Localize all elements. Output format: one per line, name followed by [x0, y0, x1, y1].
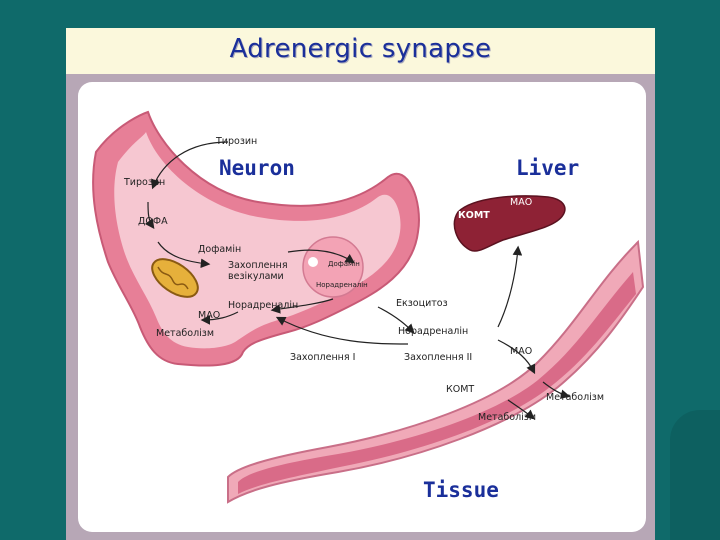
label-exocytosis: Екзоцитоз: [396, 298, 448, 309]
diagram-frame: Тирозин Тирозин ДОФА Дофамін Захоплення …: [66, 74, 655, 540]
label-uptake-1: Захоплення I: [290, 352, 356, 363]
label-tissue: Tissue: [423, 478, 499, 502]
label-mao-neuron: МАО: [198, 310, 221, 321]
label-dopa: ДОФА: [138, 216, 168, 227]
pathway-arrows: [144, 141, 571, 420]
label-vesicle-dopamine: Дофамін: [328, 260, 360, 268]
label-comt-liver: КОМТ: [458, 210, 490, 221]
label-vesicle-capture-1: Захоплення: [228, 260, 288, 271]
label-tyrosine: Тирозин: [124, 177, 166, 188]
label-noradrenaline-in: Норадреналін: [228, 300, 299, 311]
tissue-inner-band: [238, 272, 636, 494]
label-liver: Liver: [516, 156, 580, 180]
mitochondrion: [151, 258, 199, 298]
label-mao-liver: МАО: [510, 197, 533, 208]
synapse-illustration: [92, 110, 645, 504]
slide-title: Adrenergic synapse: [229, 34, 492, 64]
label-tyrosine-in: Тирозин: [216, 136, 258, 147]
corner-decoration: [670, 410, 720, 540]
slide: Adrenergic synapse: [66, 28, 655, 540]
label-uptake-2: Захоплення II: [404, 352, 473, 363]
label-neuron: Neuron: [216, 156, 298, 180]
label-metabolism-tissue-1: Метаболізм: [546, 392, 604, 403]
synaptic-vesicle: [302, 236, 364, 298]
diagram-canvas: Тирозин Тирозин ДОФА Дофамін Захоплення …: [78, 82, 646, 532]
label-mao-tissue: МАО: [510, 346, 533, 357]
label-metabolism-tissue-2: Метаболізм: [478, 412, 536, 423]
label-vesicle-noradrenaline: Норадреналін: [316, 281, 368, 289]
label-noradrenaline-cleft: Норадреналін: [398, 326, 469, 337]
label-comt-tissue: КОМТ: [446, 384, 475, 395]
label-dopamine: Дофамін: [198, 244, 242, 255]
label-metabolism-neuron: Метаболізм: [156, 328, 214, 339]
title-bar: Adrenergic synapse: [66, 28, 655, 75]
liver-shape: [453, 195, 566, 252]
vesicle-granule: [308, 257, 318, 267]
label-vesicle-capture-2: везікулами: [228, 271, 284, 282]
